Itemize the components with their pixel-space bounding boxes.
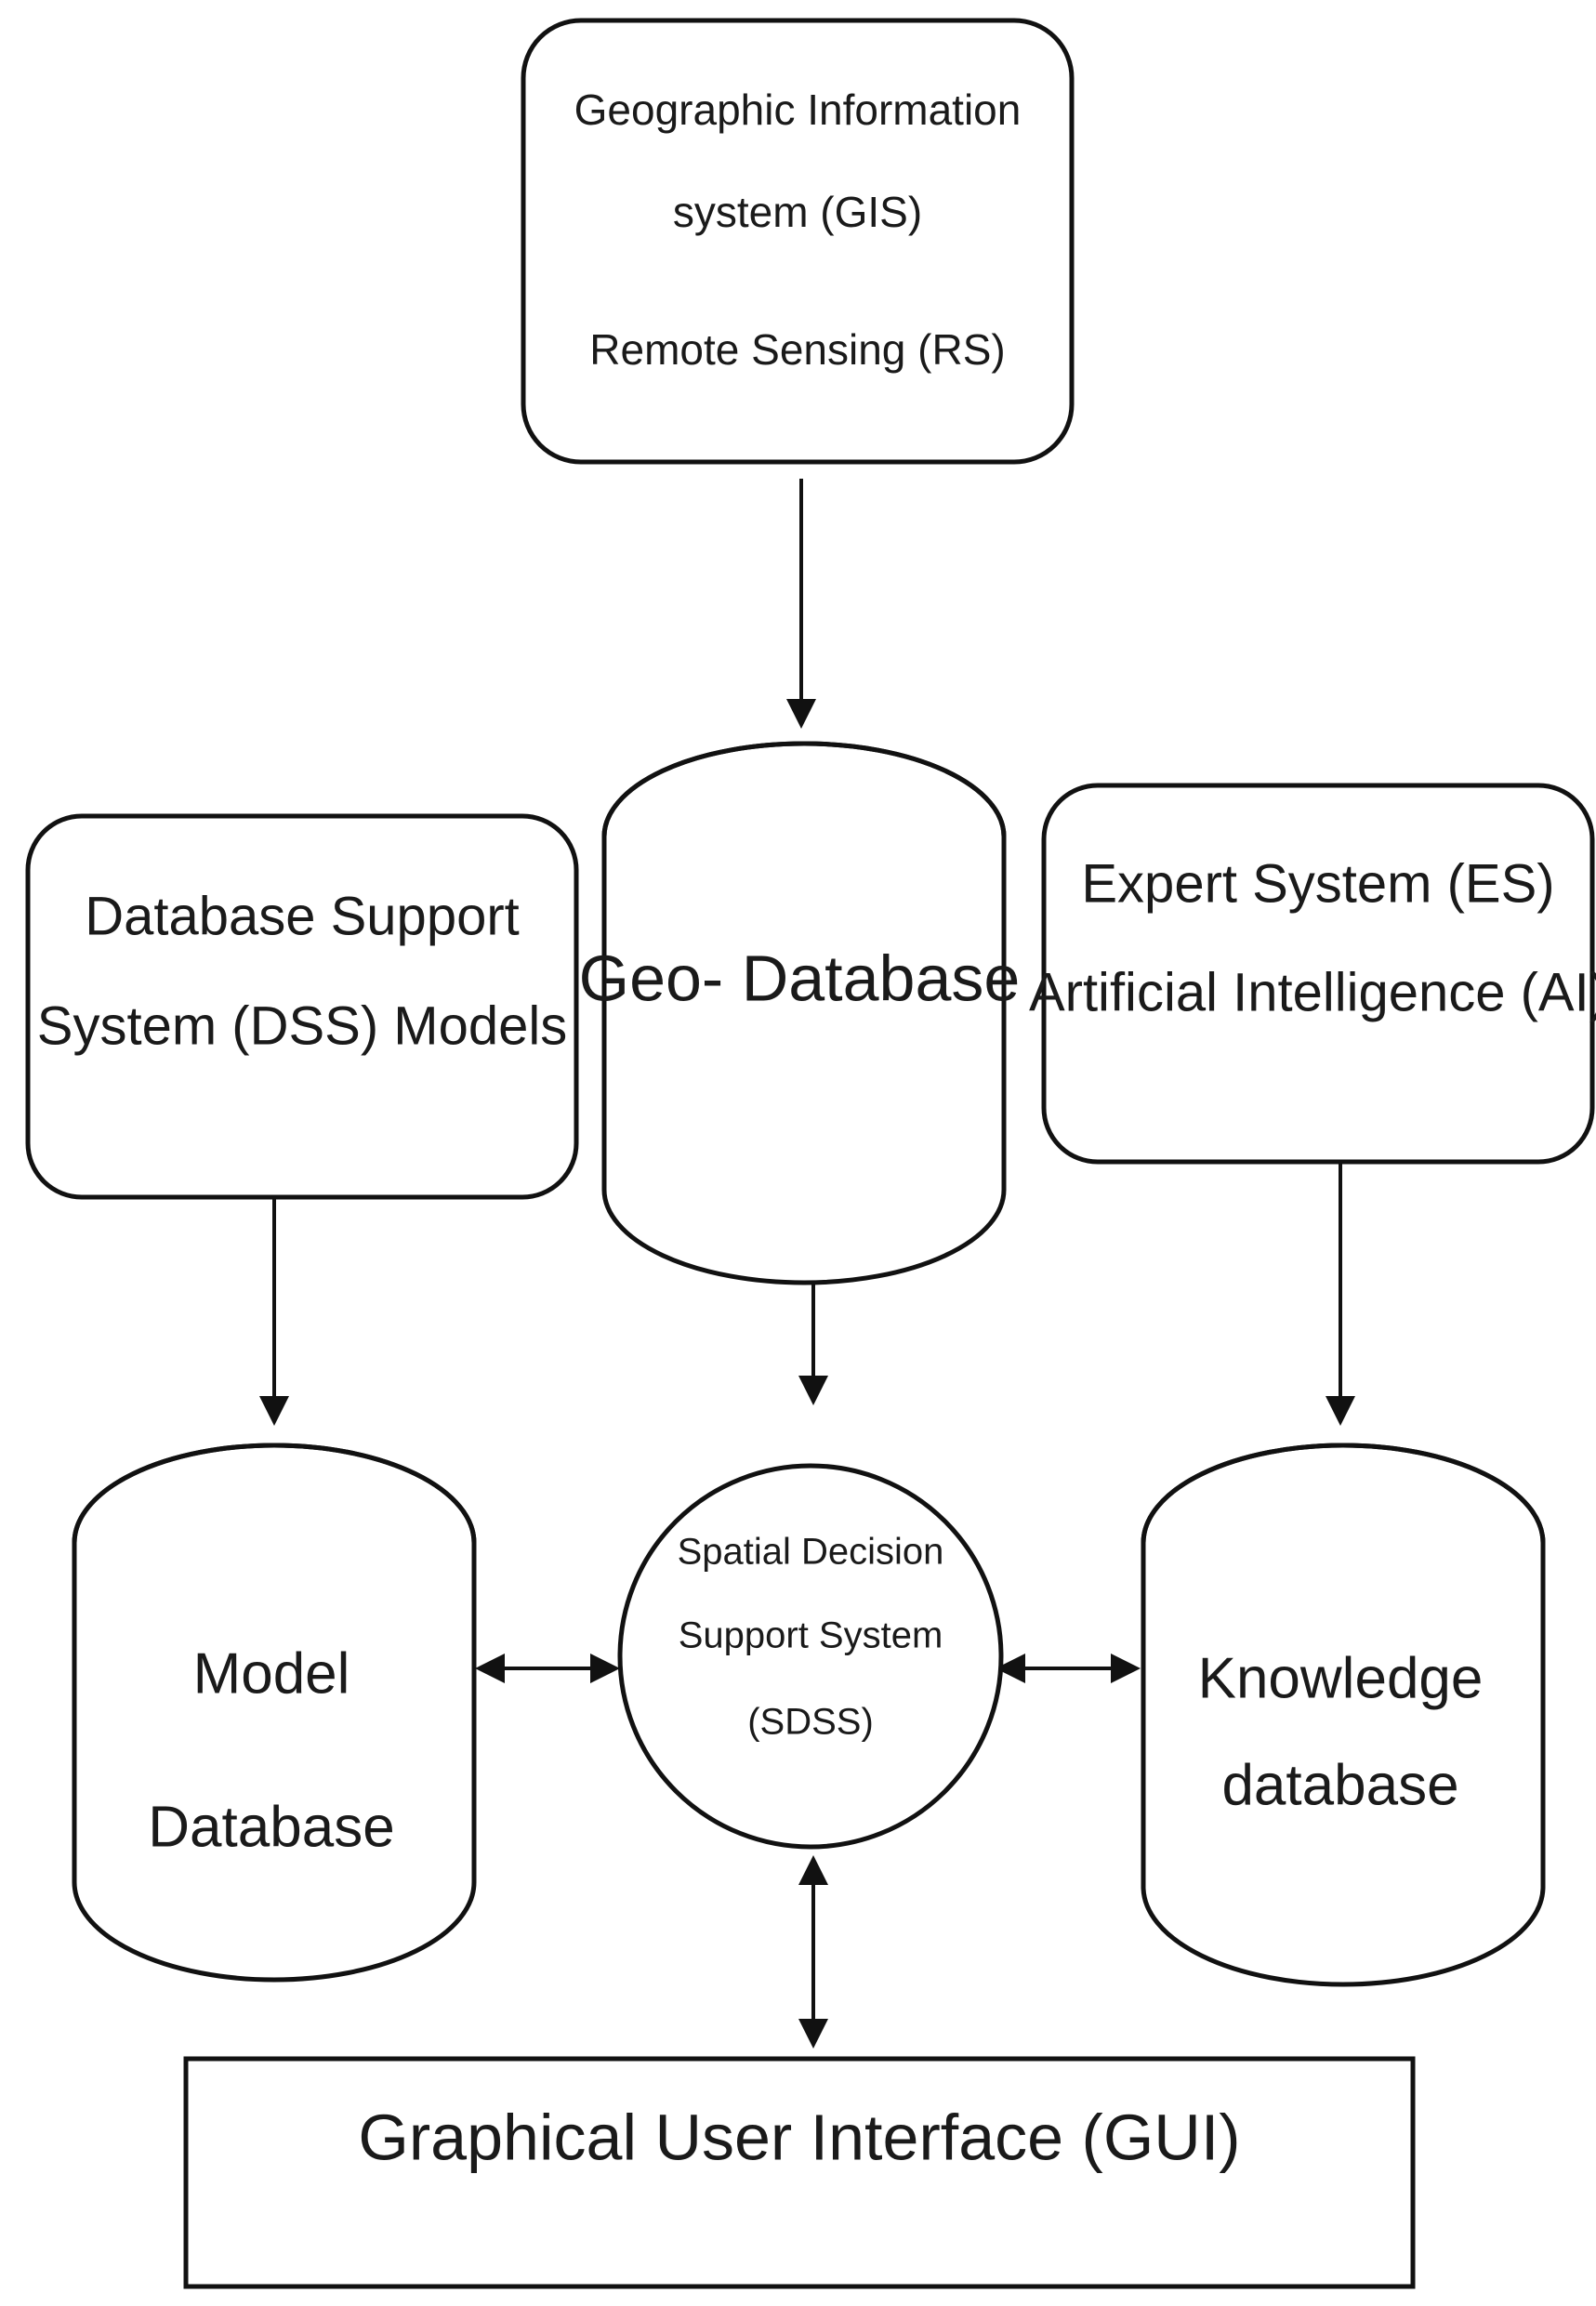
edges <box>259 479 1355 2049</box>
sdss-label-line-2: Support System <box>679 1615 943 1656</box>
geo-database-cylinder-top <box>601 741 1007 837</box>
es-ai-box <box>1041 783 1595 1165</box>
dss-models-node: Database Support System (DSS) Models <box>25 813 579 1200</box>
model-database-cylinder-body <box>72 1443 477 1983</box>
knowledge-database-cylinder-body <box>1141 1443 1546 1987</box>
gis-rs-label-line-1: Geographic Information <box>574 86 1022 134</box>
model-database-label-line-1: Model <box>193 1641 350 1706</box>
es-ai-label-line-2: Artificial Intelligence (AI) <box>1029 962 1596 1022</box>
gis-rs-label-line-3: Remote Sensing (RS) <box>589 325 1005 374</box>
knowledge-database-node: Knowledge database <box>1141 1443 1546 1987</box>
sdss-node: Spatial Decision Support System (SDSS) <box>617 1463 1004 1850</box>
es-ai-label-line-1: Expert System (ES) <box>1081 853 1554 914</box>
sdss-label-line-1: Spatial Decision <box>678 1532 944 1573</box>
model-database-node: Model Database <box>72 1443 477 1983</box>
knowledge-database-label-line-2: database <box>1221 1753 1458 1817</box>
gis-rs-node: Geographic Information system (GIS) Remo… <box>521 18 1075 465</box>
model-database-cylinder-top <box>72 1443 477 1544</box>
gui-label: Graphical User Interface (GUI) <box>358 2101 1240 2173</box>
gis-rs-box <box>521 18 1075 465</box>
sdss-circle <box>617 1463 1004 1850</box>
knowledge-database-cylinder-top <box>1141 1443 1546 1544</box>
es-ai-node: Expert System (ES) Artificial Intelligen… <box>1029 783 1596 1165</box>
geo-database-label: Geo- Database <box>579 942 1021 1014</box>
dss-models-label-line-2: System (DSS) Models <box>37 995 567 1056</box>
sdss-label-line-3: (SDSS) <box>747 1702 874 1743</box>
gui-node: Graphical User Interface (GUI) <box>183 2056 1416 2289</box>
dss-models-box <box>25 813 579 1200</box>
gis-rs-label-line-2: system (GIS) <box>673 188 922 236</box>
geo-database-node: Geo- Database <box>579 741 1021 1285</box>
gui-box <box>183 2056 1416 2289</box>
model-database-label-line-2: Database <box>148 1795 394 1859</box>
knowledge-database-label-line-1: Knowledge <box>1198 1646 1484 1710</box>
dss-models-label-line-1: Database Support <box>85 886 520 946</box>
